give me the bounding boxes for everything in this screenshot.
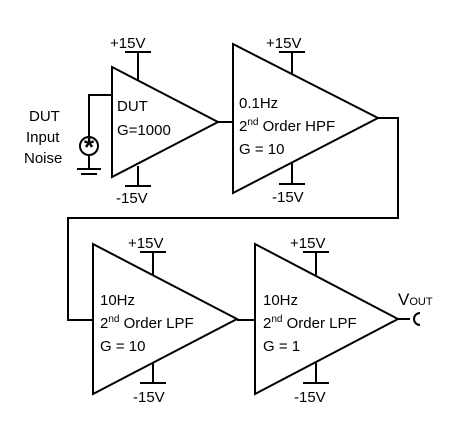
stage2-label-line3: G = 10: [239, 141, 284, 158]
amp-triangle-hpf: [232, 42, 381, 195]
supply-neg-label-1: -15V: [116, 190, 148, 207]
stage1-label-line2: G=1000: [117, 122, 171, 139]
stage2-order-superscript: nd: [247, 117, 258, 128]
amp-triangle-lpf-1: [92, 242, 240, 396]
source-label-input: Input: [26, 129, 60, 146]
noise-asterisk-icon: *: [84, 132, 95, 162]
stage3-label-line3: G = 10: [100, 338, 145, 355]
stage4-label-line2: 2nd Order LPF: [263, 314, 357, 332]
wire-stage2-to-stage3: [67, 117, 399, 321]
stage4-order-superscript: nd: [271, 314, 282, 325]
amp-stage-dut: +15V -15V DUT G=1000: [110, 35, 221, 207]
supply-pos-label-4: +15V: [290, 235, 325, 252]
supply-neg-label-2: -15V: [272, 189, 304, 206]
stage4-filter-type: Order LPF: [282, 315, 356, 332]
amp-stage-lpf-2: +15V -15V 10Hz 2nd Order LPF G = 1: [254, 235, 401, 406]
noise-source: DUT Input Noise *: [24, 94, 112, 175]
supply-pos-label-1: +15V: [110, 35, 145, 52]
wire-source-to-dut: [88, 94, 112, 137]
supply-pos-label-2: +15V: [266, 35, 301, 52]
source-label-dut: DUT: [29, 108, 60, 125]
stage4-label-line3: G = 1: [263, 338, 300, 355]
stage2-label-line1: 0.1Hz: [239, 95, 278, 112]
stage2-filter-type: Order HPF: [258, 118, 335, 135]
amp-triangle-lpf-2: [254, 242, 401, 396]
supply-pos-label-3: +15V: [128, 235, 163, 252]
output-connector-icon: [413, 312, 421, 326]
source-label-noise: Noise: [24, 150, 62, 167]
ground-icon: [77, 168, 101, 175]
amp-triangle-dut: [111, 65, 221, 179]
stage4-label-line1: 10Hz: [263, 292, 298, 309]
output-label: VOUT: [398, 290, 433, 309]
stage3-filter-type: Order LPF: [119, 315, 193, 332]
supply-neg-label-4: -15V: [294, 389, 326, 406]
supply-neg-label-3: -15V: [133, 389, 165, 406]
output-label-sub: OUT: [409, 296, 433, 308]
stage1-label-line1: DUT: [117, 98, 148, 115]
stage3-order-superscript: nd: [108, 314, 119, 325]
amp-stage-lpf-1: +15V -15V 10Hz 2nd Order LPF G = 10: [92, 235, 240, 406]
stage3-order-number: 2: [100, 315, 108, 332]
stage3-label-line2: 2nd Order LPF: [100, 314, 194, 332]
output-terminal: VOUT: [398, 290, 433, 326]
stage2-order-number: 2: [239, 118, 247, 135]
amp-stage-hpf: +15V -15V 0.1Hz 2nd Order HPF G = 10: [232, 35, 381, 206]
output-label-main: V: [398, 290, 410, 309]
stage4-order-number: 2: [263, 315, 271, 332]
stage3-label-line1: 10Hz: [100, 292, 135, 309]
stage2-label-line2: 2nd Order HPF: [239, 117, 335, 135]
